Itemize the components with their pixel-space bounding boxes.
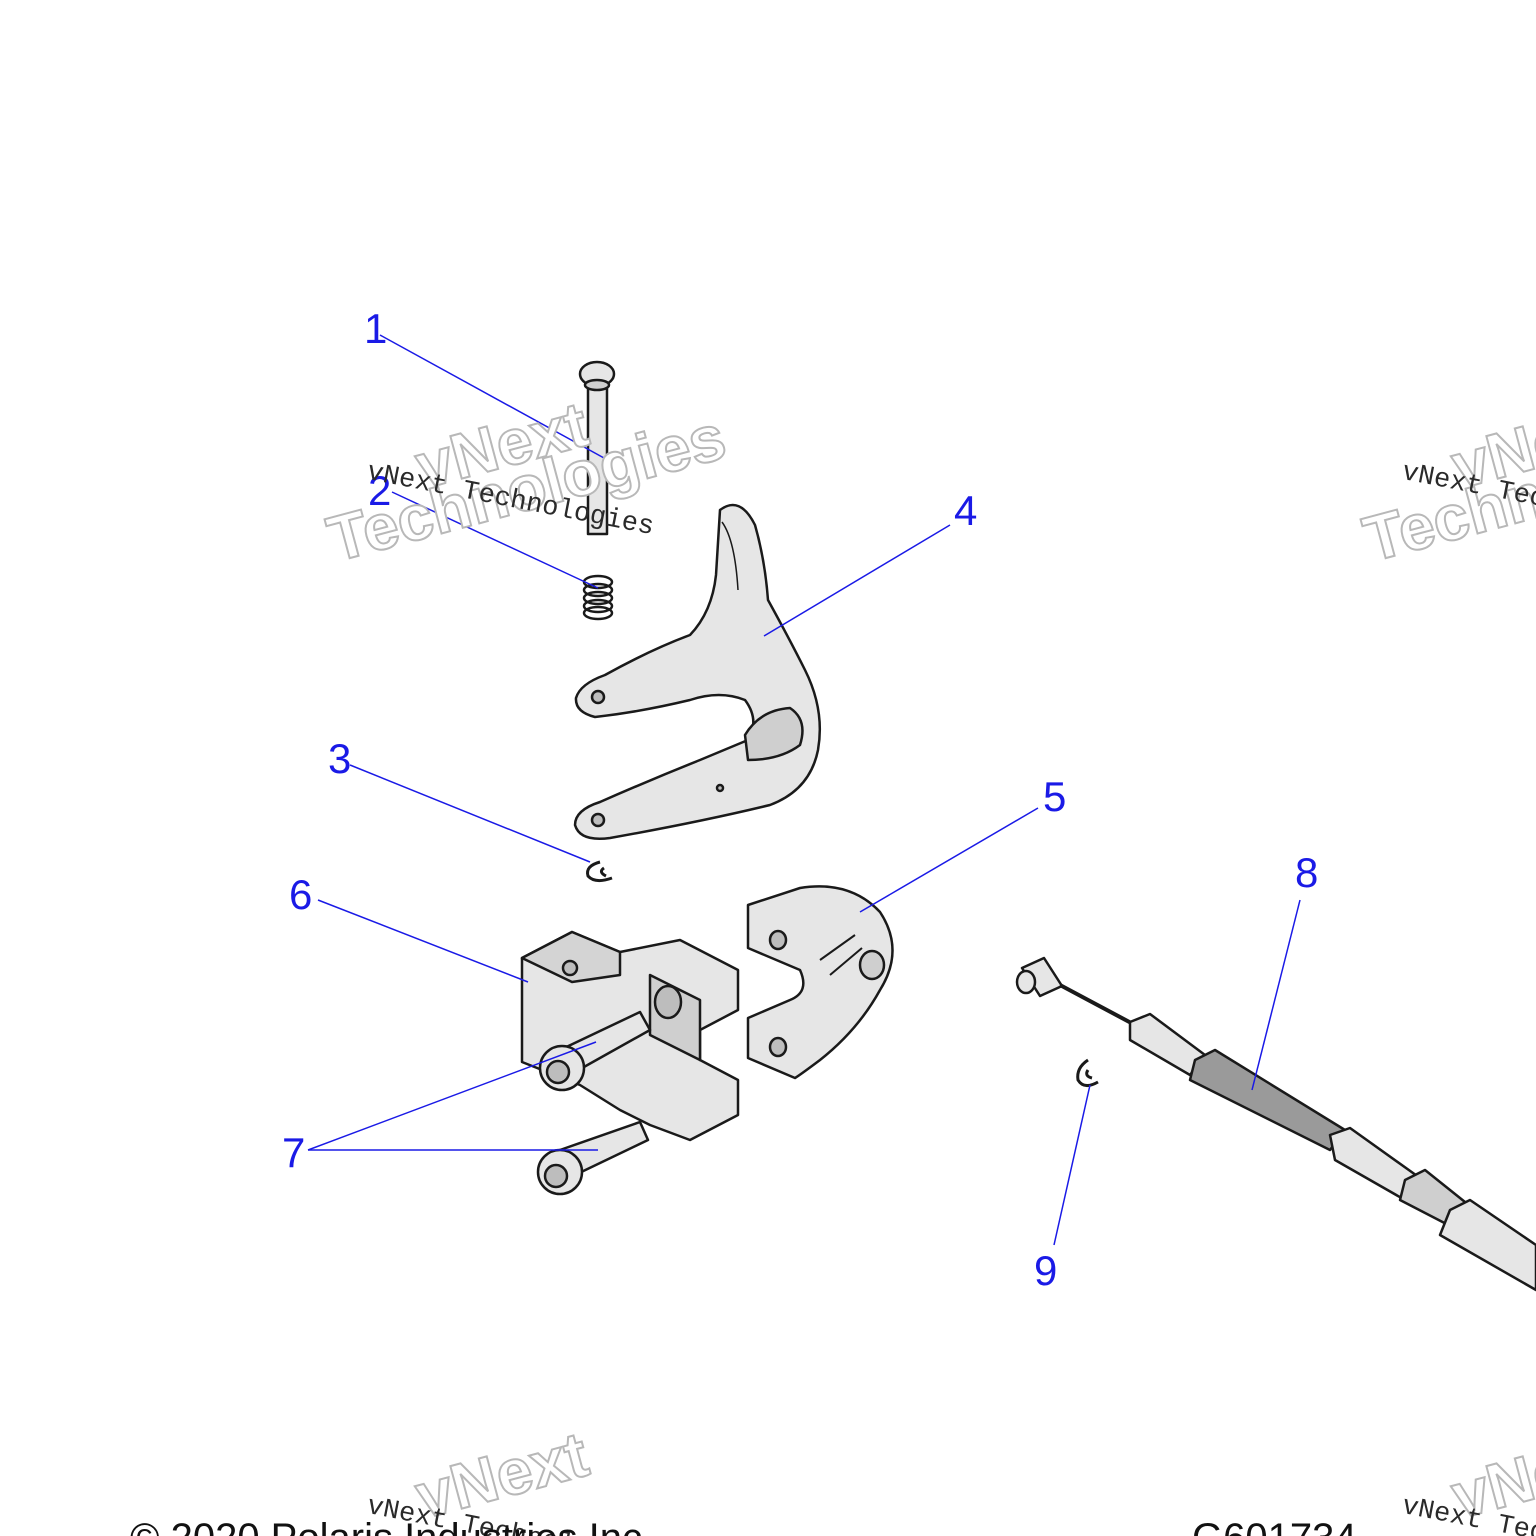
callout-6: 6: [289, 871, 313, 918]
callout-9: 9: [1034, 1247, 1058, 1294]
part-7-cap-screws: [536, 1010, 652, 1196]
drawing-number: G601734: [1192, 1516, 1357, 1536]
callout-5: 5: [1043, 773, 1067, 820]
part-5-collar: [746, 885, 894, 1080]
part-8-cable: [1015, 956, 1536, 1292]
part-3-e-clip: [586, 860, 613, 883]
part-9-e-clip: [1076, 1058, 1099, 1087]
copyright-notice: © 2020 Polaris Industries Inc.: [130, 1516, 653, 1536]
part-2-spring: [582, 574, 614, 621]
callout-3: 3: [328, 735, 352, 782]
callout-4: 4: [954, 487, 978, 534]
callout-8: 8: [1295, 849, 1319, 896]
callout-2: 2: [368, 467, 392, 514]
part-4-bracket: [573, 503, 822, 840]
callout-1: 1: [364, 305, 388, 352]
part-1-pin: [578, 360, 616, 536]
callout-7: 7: [282, 1129, 306, 1176]
leader-lines: [307, 334, 1301, 1246]
